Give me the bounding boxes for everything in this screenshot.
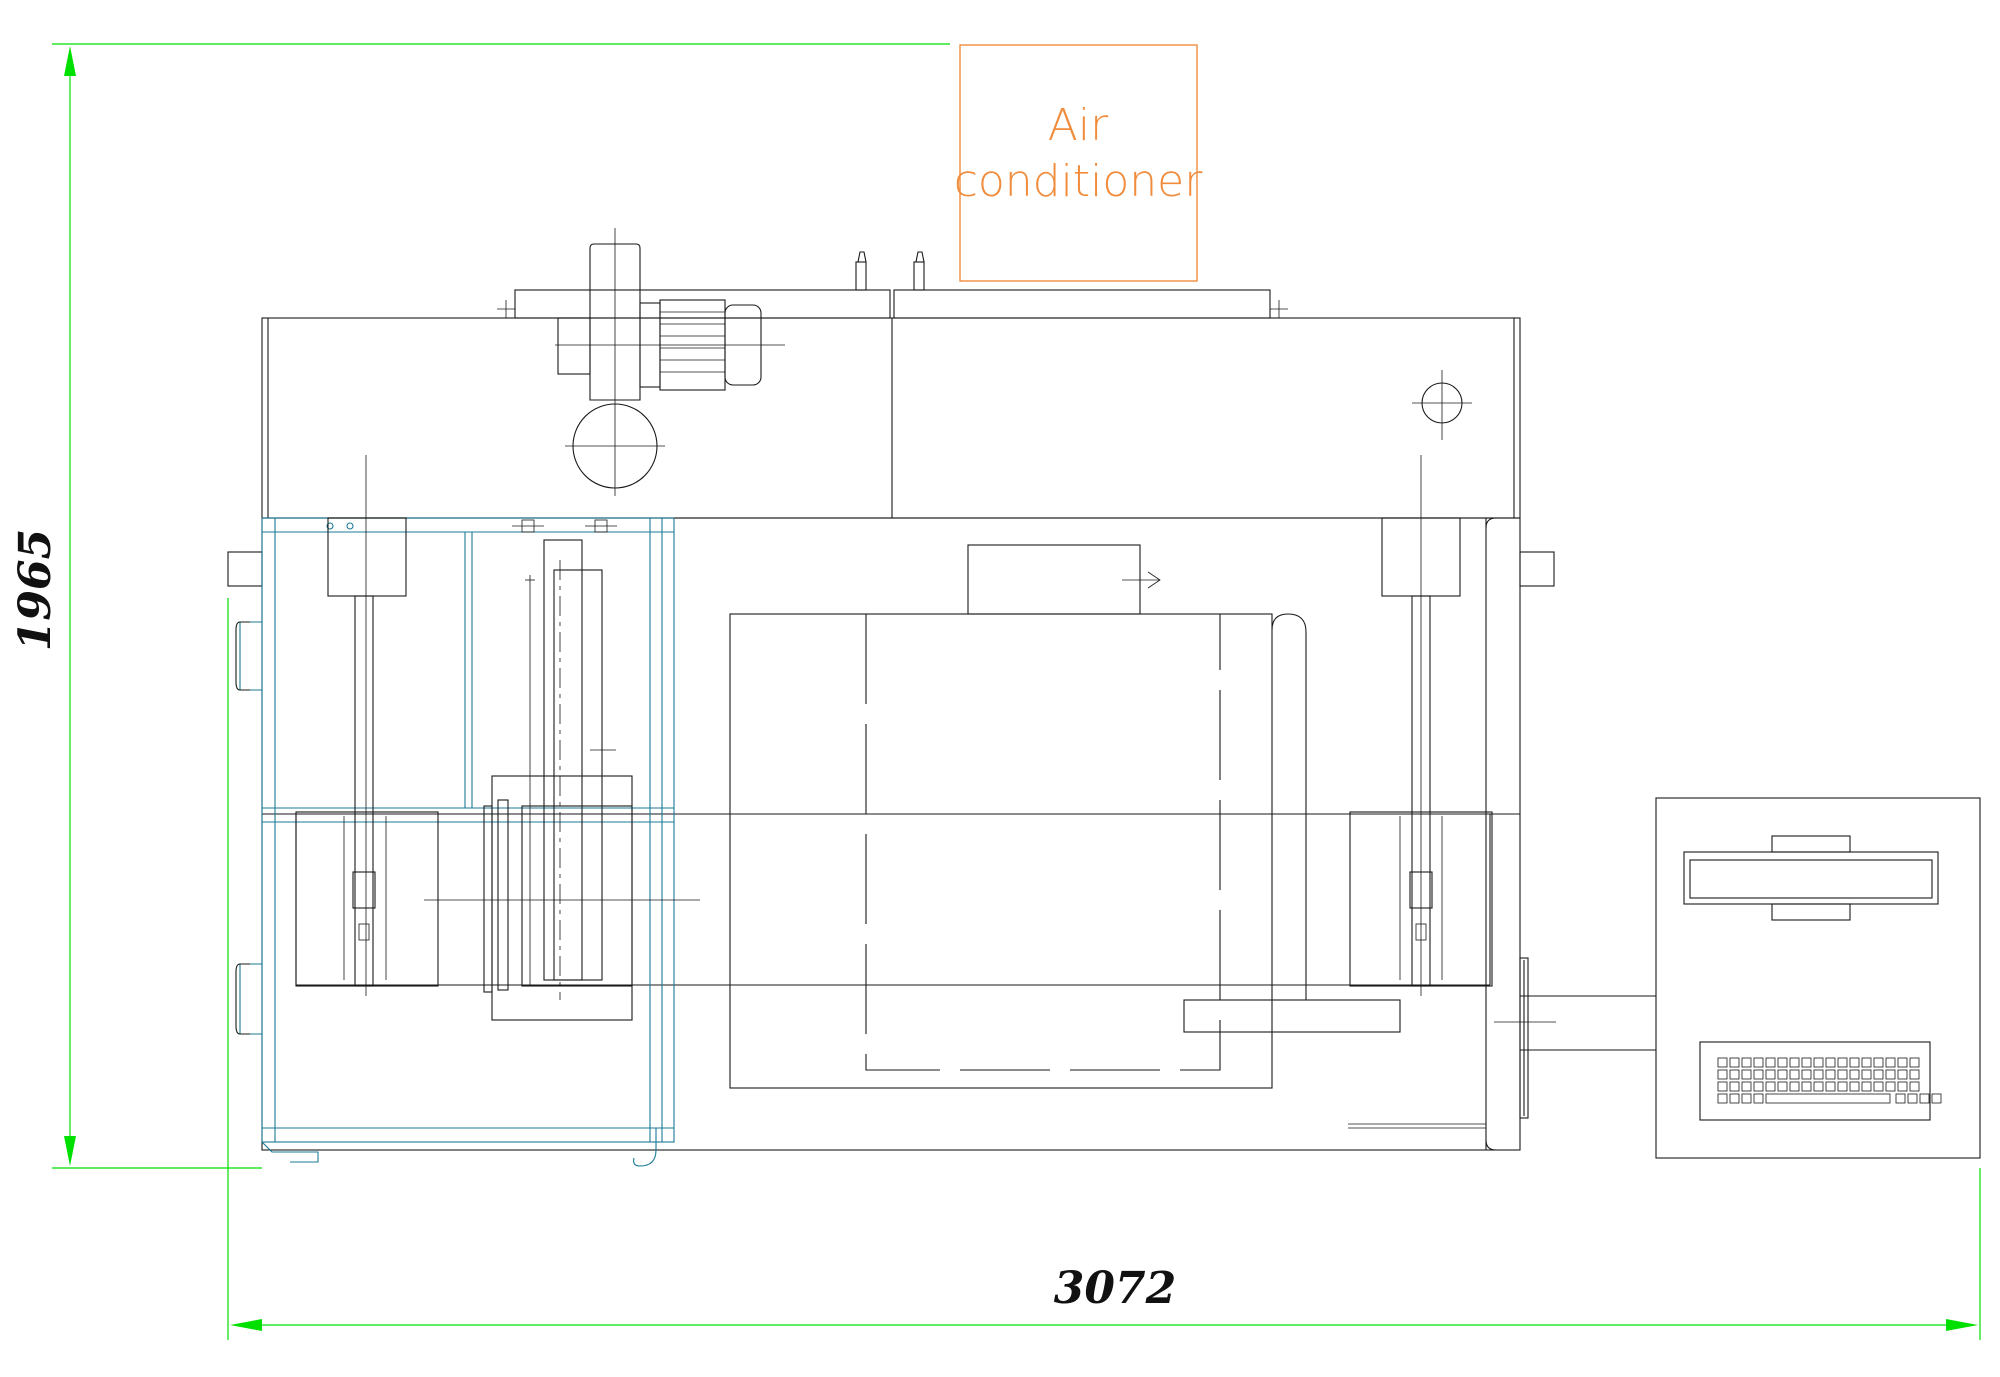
central-chamber xyxy=(729,544,1401,1089)
keyboard-key xyxy=(1717,1093,1728,1104)
keyboard-key xyxy=(1813,1057,1824,1068)
keyboard-key xyxy=(1741,1069,1752,1080)
left-handles xyxy=(235,621,262,1035)
dimension-height xyxy=(52,43,950,1169)
keyboard-key xyxy=(1909,1081,1920,1092)
keyboard-key xyxy=(1753,1057,1764,1068)
keyboard-key xyxy=(1897,1081,1908,1092)
keyboard-key xyxy=(1789,1057,1800,1068)
keyboard-key xyxy=(1801,1081,1812,1092)
keyboard-key xyxy=(1873,1081,1884,1092)
cyan-frame-assembly xyxy=(261,517,675,1167)
keyboard-key xyxy=(1873,1057,1884,1068)
keyboard-key xyxy=(1753,1093,1764,1104)
keyboard-key xyxy=(1813,1069,1824,1080)
upper-housing xyxy=(261,251,1521,519)
keyboard-spacebar xyxy=(1765,1093,1891,1104)
keyboard-key xyxy=(1861,1057,1872,1068)
keyboard-key xyxy=(1741,1093,1752,1104)
left-carriage xyxy=(295,455,439,996)
keyboard-key xyxy=(1885,1057,1896,1068)
keyboard-key xyxy=(1801,1057,1812,1068)
air-conditioner: Air conditioner xyxy=(954,44,1204,282)
keyboard-key xyxy=(1825,1057,1836,1068)
keyboard-key xyxy=(1777,1057,1788,1068)
keyboard-key xyxy=(1729,1069,1740,1080)
keyboard-icon xyxy=(1699,1041,1942,1121)
keyboard-key xyxy=(1801,1069,1812,1080)
keyboard-key xyxy=(1825,1069,1836,1080)
keyboard-key xyxy=(1837,1057,1848,1068)
keyboard-key xyxy=(1741,1081,1752,1092)
keyboard-key xyxy=(1873,1069,1884,1080)
keyboard-key xyxy=(1777,1069,1788,1080)
keyboard-key xyxy=(1753,1069,1764,1080)
keyboard-key xyxy=(1837,1081,1848,1092)
keyboard-key xyxy=(1789,1081,1800,1092)
keyboard-key xyxy=(1861,1069,1872,1080)
keyboard-key xyxy=(1837,1069,1848,1080)
keyboard-key xyxy=(1907,1093,1918,1104)
keyboard-key xyxy=(1765,1057,1776,1068)
keyboard-key xyxy=(1885,1081,1896,1092)
keyboard-key xyxy=(1729,1081,1740,1092)
keyboard-key xyxy=(1909,1069,1920,1080)
keyboard-key xyxy=(1825,1081,1836,1092)
keyboard-key xyxy=(1717,1081,1728,1092)
keyboard-key xyxy=(1729,1057,1740,1068)
right-carriage xyxy=(1349,455,1493,996)
keyboard-key xyxy=(1717,1057,1728,1068)
keyboard-key xyxy=(1931,1093,1942,1104)
keyboard-key xyxy=(1897,1069,1908,1080)
keyboard-key xyxy=(1849,1057,1860,1068)
dimension-width xyxy=(227,598,1981,1340)
keyboard-key xyxy=(1909,1057,1920,1068)
width-dimension-label: 3072 xyxy=(1054,1263,1176,1314)
keyboard-key xyxy=(1765,1081,1776,1092)
keyboard-key xyxy=(1777,1081,1788,1092)
main-body xyxy=(227,517,1555,1151)
monitor-icon xyxy=(1683,835,1939,921)
keyboard-key xyxy=(1919,1093,1930,1104)
keyboard-key xyxy=(1729,1093,1740,1104)
keyboard-key xyxy=(1885,1069,1896,1080)
keyboard-key xyxy=(1895,1093,1906,1104)
control-console xyxy=(1494,797,1981,1159)
spindle-assembly xyxy=(424,519,700,1021)
keyboard-key xyxy=(1741,1057,1752,1068)
height-dimension-label: 1965 xyxy=(10,529,61,651)
air-conditioner-label-line2: conditioner xyxy=(954,156,1204,207)
keyboard-key xyxy=(1849,1069,1860,1080)
keyboard-key xyxy=(1861,1081,1872,1092)
crosshair-marker xyxy=(1412,370,1472,440)
keyboard-key xyxy=(1897,1057,1908,1068)
motor-fins xyxy=(660,311,725,373)
keyboard-key xyxy=(1717,1069,1728,1080)
keyboard-key xyxy=(1789,1069,1800,1080)
keyboard-key xyxy=(1813,1081,1824,1092)
keyboard-key xyxy=(1849,1081,1860,1092)
blower-fan xyxy=(555,228,785,496)
keyboard-key xyxy=(1765,1069,1776,1080)
keyboard-key xyxy=(1753,1081,1764,1092)
air-conditioner-label-line1: Air xyxy=(1048,100,1109,151)
